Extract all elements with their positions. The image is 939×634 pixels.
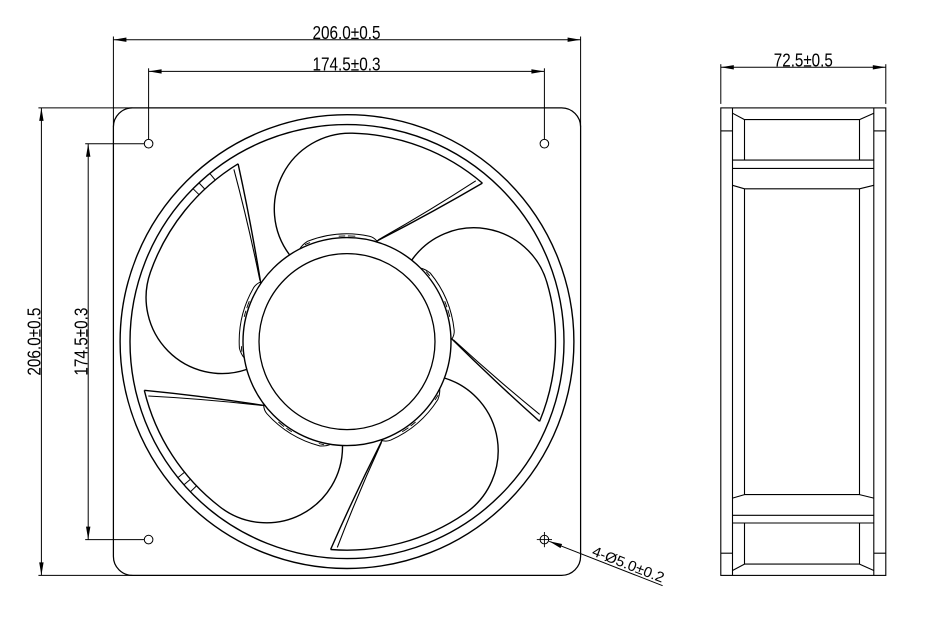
svg-text:72.5±0.5: 72.5±0.5 [774,51,833,71]
svg-text:174.5±0.3: 174.5±0.3 [313,55,381,75]
svg-text:174.5±0.3: 174.5±0.3 [71,308,91,376]
svg-text:206.0±0.5: 206.0±0.5 [313,23,381,43]
svg-text:4-Ø5.0±0.2: 4-Ø5.0±0.2 [590,544,667,587]
svg-text:206.0±0.5: 206.0±0.5 [25,308,45,376]
